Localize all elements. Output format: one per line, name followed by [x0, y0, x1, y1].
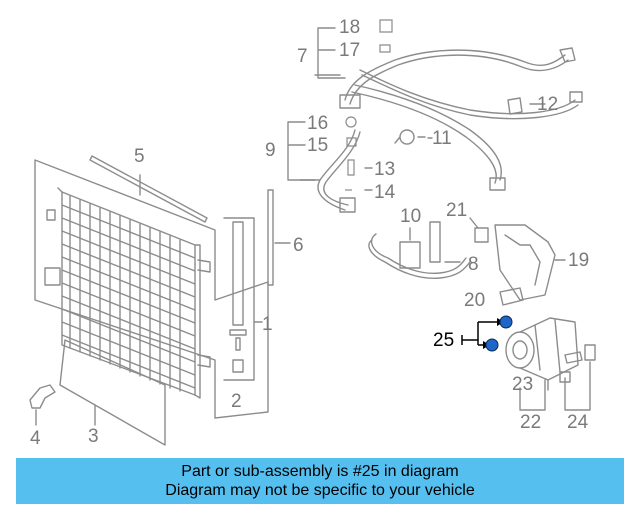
small-fasteners — [345, 19, 393, 191]
part-25-plug-upper — [499, 315, 513, 329]
callout-15: 15 — [307, 135, 328, 156]
callout-14: 14 — [374, 182, 396, 203]
compressor — [505, 317, 596, 391]
callout-24: 24 — [567, 412, 589, 433]
part-6-side-seal — [267, 189, 291, 286]
part-1-receiver-drier — [223, 217, 263, 381]
part-19-heat-shield — [494, 224, 566, 301]
part-12-fitting — [507, 97, 546, 115]
callout-5: 5 — [134, 146, 145, 167]
discharge-line — [359, 69, 583, 120]
callout-17: 17 — [339, 40, 360, 61]
condenser-core — [44, 187, 211, 399]
callout-3: 3 — [88, 426, 99, 447]
callout-4: 4 — [30, 428, 41, 449]
banner-line-disclaimer: Diagram may not be specific to your vehi… — [165, 482, 475, 499]
callout-21: 21 — [446, 200, 467, 221]
banner-line-part: Part or sub-assembly is #25 in diagram — [181, 463, 459, 480]
part-25-plug-lower — [485, 338, 499, 352]
callout-13: 13 — [374, 159, 395, 180]
callout-18: 18 — [339, 17, 360, 38]
callout-2: 2 — [231, 391, 242, 412]
callout-11: 11 — [432, 128, 452, 149]
callout-23: 23 — [512, 374, 533, 395]
part-7-hose — [314, 47, 576, 109]
part-21-fitting — [469, 217, 489, 243]
part-3-baffle — [59, 339, 166, 446]
callout-19: 19 — [568, 250, 589, 271]
suction-line — [351, 84, 506, 191]
callout-16: 16 — [307, 113, 328, 134]
part-4-bracket — [29, 384, 56, 426]
part-20-bracket — [499, 287, 524, 306]
callout-20: 20 — [464, 290, 485, 311]
part-11-clip — [394, 129, 426, 145]
callout-25: 25 — [433, 330, 454, 351]
callout-6: 6 — [293, 235, 304, 256]
callout-labels: 1 2 3 4 5 6 7 8 9 10 11 12 13 14 15 16 1… — [30, 17, 589, 449]
condenser-panel — [34, 159, 269, 419]
callout-10: 10 — [400, 206, 421, 227]
parts-diagram: 1 2 3 4 5 6 7 8 9 10 11 12 13 14 15 16 1… — [29, 17, 596, 449]
callout-8: 8 — [468, 254, 479, 275]
callout-7: 7 — [297, 46, 308, 67]
info-banner: Part or sub-assembly is #25 in diagram D… — [16, 458, 624, 504]
leader-lines — [287, 27, 591, 411]
part-8-hose — [368, 221, 471, 279]
part-25-plugs — [461, 315, 513, 352]
callout-22: 22 — [520, 412, 541, 433]
callout-1: 1 — [262, 314, 273, 335]
part-5-seal-strip — [89, 155, 208, 223]
callout-9: 9 — [265, 140, 276, 161]
callout-12: 12 — [537, 94, 558, 115]
